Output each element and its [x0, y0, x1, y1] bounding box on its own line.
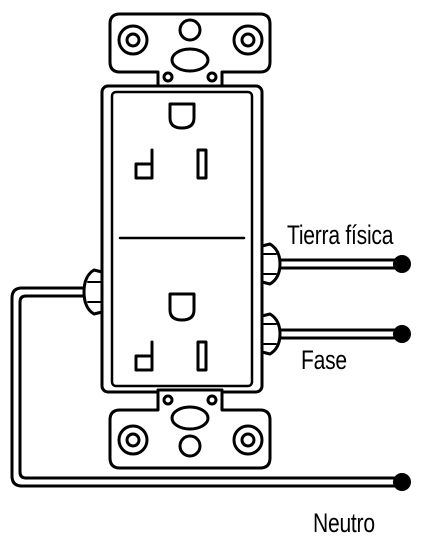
neutral-wire: [10, 286, 404, 488]
lower-outlet-face: [134, 292, 208, 372]
neutral-terminal-screw: [82, 268, 104, 316]
hot-terminal-screw: [260, 312, 282, 356]
neutral-wire-end-dot: [393, 473, 411, 491]
ground-wire-end-dot: [393, 255, 411, 273]
ground-terminal-screw: [260, 242, 282, 286]
ground-wire: [274, 258, 404, 270]
top-mounting-strap: [108, 12, 272, 92]
hot-label: Fase: [301, 345, 347, 375]
hot-wire-end-dot: [393, 325, 411, 343]
neutral-label: Neutro: [313, 508, 375, 538]
ground-label: Tierra física: [287, 220, 394, 250]
upper-outlet-face: [134, 102, 208, 180]
hot-wire: [274, 328, 404, 340]
bottom-mounting-strap: [108, 388, 272, 470]
